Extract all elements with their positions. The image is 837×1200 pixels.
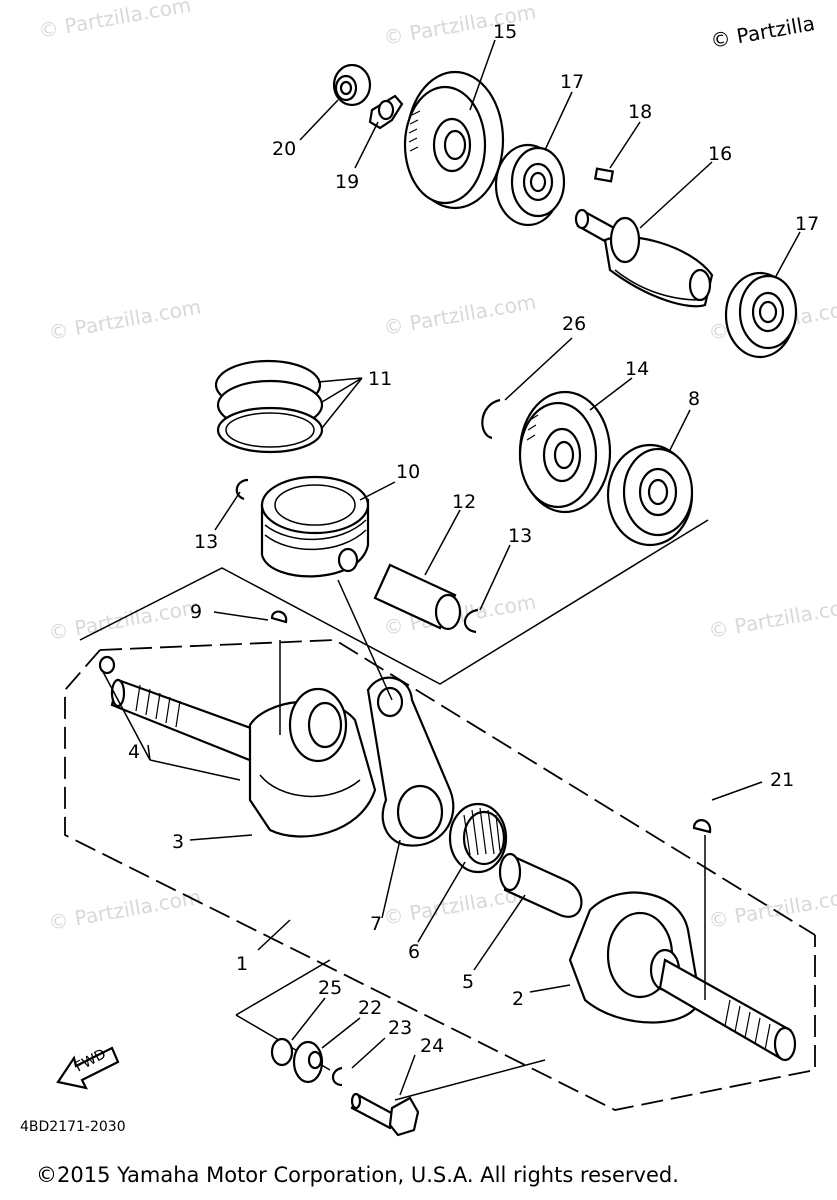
part-23-clip[interactable] bbox=[331, 1066, 343, 1087]
callout-9: 9 bbox=[190, 601, 202, 623]
callout-14: 14 bbox=[625, 358, 649, 380]
callout-15: 15 bbox=[493, 21, 517, 43]
part-18-key[interactable] bbox=[593, 167, 615, 183]
part-17-bearing-upper[interactable] bbox=[494, 143, 566, 227]
callout-1: 1 bbox=[236, 953, 248, 975]
forward-arrow-icon: FWD bbox=[56, 1046, 120, 1090]
part-7-connecting-rod[interactable] bbox=[366, 676, 455, 847]
watermark: © Partzilla.com bbox=[707, 592, 837, 642]
callout-23: 23 bbox=[388, 1017, 412, 1039]
part-5-crank-pin[interactable] bbox=[498, 852, 583, 918]
diagram-code: 4BD2171-2030 bbox=[20, 1119, 126, 1135]
callout-13-right: 13 bbox=[508, 525, 532, 547]
copyright-notice: ©2015 Yamaha Motor Corporation, U.S.A. A… bbox=[36, 1163, 679, 1187]
part-21-key[interactable] bbox=[692, 819, 712, 834]
group-outline-crankshaft bbox=[64, 649, 816, 1111]
callout-numbers: 15 17 18 16 17 20 19 11 26 14 8 10 13 12… bbox=[128, 21, 819, 1057]
callout-18: 18 bbox=[628, 101, 652, 123]
callout-6: 6 bbox=[408, 941, 420, 963]
part-8-bearing[interactable] bbox=[606, 443, 694, 547]
part-12-piston-pin[interactable] bbox=[373, 563, 462, 631]
callout-20: 20 bbox=[272, 138, 296, 160]
part-13-circlip-left[interactable] bbox=[235, 478, 249, 501]
part-20-nut[interactable] bbox=[332, 63, 372, 107]
callout-7: 7 bbox=[370, 913, 382, 935]
watermark: © Partzilla.com bbox=[707, 882, 837, 932]
callout-22: 22 bbox=[358, 997, 382, 1019]
callout-8: 8 bbox=[688, 388, 700, 410]
part-11-piston-rings[interactable] bbox=[214, 359, 324, 454]
callout-10: 10 bbox=[396, 461, 420, 483]
part-9-key[interactable] bbox=[270, 610, 288, 624]
part-22-washer[interactable] bbox=[292, 1040, 324, 1084]
part-4-washer[interactable] bbox=[98, 655, 116, 675]
watermark: © Partzilla.com bbox=[382, 289, 538, 339]
part-10-piston[interactable] bbox=[260, 475, 370, 578]
watermark: © Partzilla.com bbox=[47, 294, 203, 344]
watermark: © Partzilla.com bbox=[37, 0, 193, 43]
group-outline-crankshaft-top bbox=[99, 639, 816, 936]
part-26-circlip[interactable] bbox=[481, 398, 501, 440]
leader-lines bbox=[279, 579, 706, 1000]
part-13-circlip-right[interactable] bbox=[463, 608, 479, 634]
brand-label: © Partzilla bbox=[709, 11, 817, 53]
callout-21: 21 bbox=[770, 769, 794, 791]
callout-4: 4 bbox=[128, 741, 140, 763]
callout-2: 2 bbox=[512, 988, 524, 1010]
part-24-bolt[interactable] bbox=[350, 1092, 420, 1137]
callout-11: 11 bbox=[368, 368, 392, 390]
callout-leaders bbox=[101, 39, 801, 1096]
part-2-crank-right[interactable] bbox=[568, 891, 797, 1062]
callout-5: 5 bbox=[462, 971, 474, 993]
watermark: © Partzilla.com bbox=[47, 594, 203, 644]
callout-13-left: 13 bbox=[194, 531, 218, 553]
callout-17-upper: 17 bbox=[560, 71, 584, 93]
part-6-needle-bearing[interactable] bbox=[448, 802, 508, 874]
callout-24: 24 bbox=[420, 1035, 444, 1057]
callout-17-lower: 17 bbox=[795, 213, 819, 235]
part-15-gear[interactable] bbox=[403, 70, 505, 210]
part-25-o-ring[interactable] bbox=[270, 1037, 294, 1067]
part-16-balancer-shaft[interactable] bbox=[574, 208, 714, 308]
callout-12: 12 bbox=[452, 491, 476, 513]
callout-3: 3 bbox=[172, 831, 184, 853]
part-3-crank-left[interactable] bbox=[110, 678, 377, 838]
part-14-drive-gear[interactable] bbox=[518, 390, 612, 514]
callout-19: 19 bbox=[335, 171, 359, 193]
callout-26: 26 bbox=[562, 313, 586, 335]
group-outline-piston bbox=[79, 519, 709, 685]
callout-25: 25 bbox=[318, 977, 342, 999]
watermark: © Partzilla.com bbox=[47, 884, 203, 934]
callout-16: 16 bbox=[708, 143, 732, 165]
part-19-lock-washer[interactable] bbox=[368, 94, 404, 130]
part-17-bearing-lower[interactable] bbox=[724, 271, 798, 359]
